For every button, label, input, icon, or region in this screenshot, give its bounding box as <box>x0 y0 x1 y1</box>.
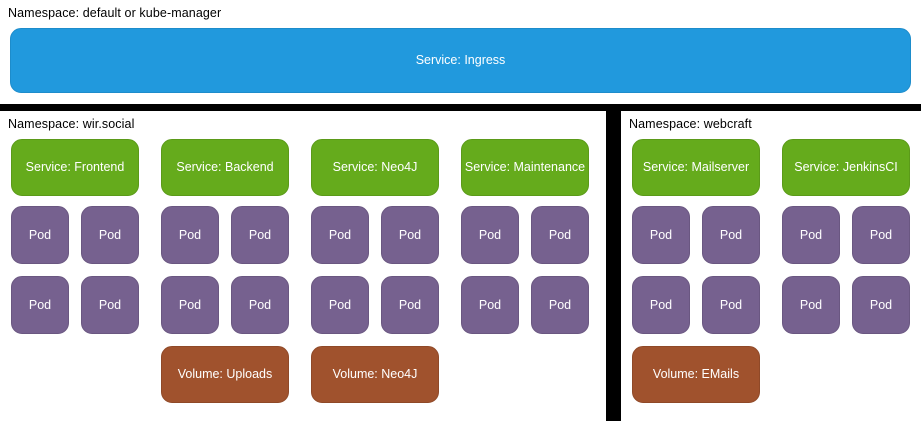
pod[interactable]: Pod <box>852 276 910 334</box>
namespace-label-webcraft: Namespace: webcraft <box>629 117 752 131</box>
pod-label: Pod <box>178 227 202 242</box>
service-neo4j-label: Service: Neo4J <box>332 160 418 174</box>
service-jenkinsci-label: Service: JenkinsCI <box>794 160 898 174</box>
pod[interactable]: Pod <box>782 206 840 264</box>
volume-uploads[interactable]: Volume: Uploads <box>161 346 289 403</box>
pod[interactable]: Pod <box>231 206 289 264</box>
namespace-panel-webcraft: Namespace: webcraft Service: Mailserver … <box>621 111 921 421</box>
pod[interactable]: Pod <box>702 206 760 264</box>
pod[interactable]: Pod <box>531 206 589 264</box>
pod[interactable]: Pod <box>81 276 139 334</box>
pod-label: Pod <box>248 297 272 312</box>
namespace-panel-default: Namespace: default or kube-manager Servi… <box>0 0 921 104</box>
service-frontend-label: Service: Frontend <box>25 160 125 174</box>
pod[interactable]: Pod <box>381 276 439 334</box>
pod-label: Pod <box>548 227 572 242</box>
pod[interactable]: Pod <box>161 206 219 264</box>
service-neo4j[interactable]: Service: Neo4J <box>311 139 439 196</box>
service-maintenance[interactable]: Service: Maintenance <box>461 139 589 196</box>
pod[interactable]: Pod <box>632 206 690 264</box>
pod[interactable]: Pod <box>161 276 219 334</box>
pod[interactable]: Pod <box>11 276 69 334</box>
pod-label: Pod <box>649 227 673 242</box>
pod-label: Pod <box>98 297 122 312</box>
pod-label: Pod <box>869 297 893 312</box>
pod[interactable]: Pod <box>531 276 589 334</box>
pod[interactable]: Pod <box>852 206 910 264</box>
pod-label: Pod <box>328 227 352 242</box>
volume-emails-label: Volume: EMails <box>652 367 740 381</box>
pod-label: Pod <box>548 297 572 312</box>
pod[interactable]: Pod <box>11 206 69 264</box>
pod-label: Pod <box>28 297 52 312</box>
pod[interactable]: Pod <box>461 206 519 264</box>
pod-label: Pod <box>478 227 502 242</box>
namespace-label-wir-social: Namespace: wir.social <box>8 117 135 131</box>
pod-label: Pod <box>799 297 823 312</box>
service-backend[interactable]: Service: Backend <box>161 139 289 196</box>
pod[interactable]: Pod <box>702 276 760 334</box>
volume-neo4j-label: Volume: Neo4J <box>332 367 418 381</box>
namespace-panel-wir-social: Namespace: wir.social Service: Frontend … <box>0 111 606 421</box>
service-maintenance-label: Service: Maintenance <box>464 160 586 174</box>
service-frontend[interactable]: Service: Frontend <box>11 139 139 196</box>
service-backend-label: Service: Backend <box>176 160 274 174</box>
pod-label: Pod <box>328 297 352 312</box>
pod-label: Pod <box>98 227 122 242</box>
volume-emails[interactable]: Volume: EMails <box>632 346 760 403</box>
pod-label: Pod <box>398 227 422 242</box>
pod-label: Pod <box>248 227 272 242</box>
pod-label: Pod <box>649 297 673 312</box>
service-ingress-label: Service: Ingress <box>415 53 506 67</box>
service-mailserver-label: Service: Mailserver <box>642 160 750 174</box>
volume-neo4j[interactable]: Volume: Neo4J <box>311 346 439 403</box>
pod-label: Pod <box>719 297 743 312</box>
pod[interactable]: Pod <box>461 276 519 334</box>
service-ingress[interactable]: Service: Ingress <box>10 28 911 93</box>
pod[interactable]: Pod <box>231 276 289 334</box>
pod[interactable]: Pod <box>311 206 369 264</box>
pod[interactable]: Pod <box>782 276 840 334</box>
service-jenkinsci[interactable]: Service: JenkinsCI <box>782 139 910 196</box>
pod-label: Pod <box>478 297 502 312</box>
pod[interactable]: Pod <box>381 206 439 264</box>
pod-label: Pod <box>869 227 893 242</box>
volume-uploads-label: Volume: Uploads <box>177 367 273 381</box>
pod-label: Pod <box>799 227 823 242</box>
pod[interactable]: Pod <box>632 276 690 334</box>
pod-label: Pod <box>28 227 52 242</box>
pod[interactable]: Pod <box>81 206 139 264</box>
namespace-label-default: Namespace: default or kube-manager <box>8 6 222 20</box>
pod-label: Pod <box>719 227 743 242</box>
pod[interactable]: Pod <box>311 276 369 334</box>
pod-label: Pod <box>398 297 422 312</box>
pod-label: Pod <box>178 297 202 312</box>
service-mailserver[interactable]: Service: Mailserver <box>632 139 760 196</box>
